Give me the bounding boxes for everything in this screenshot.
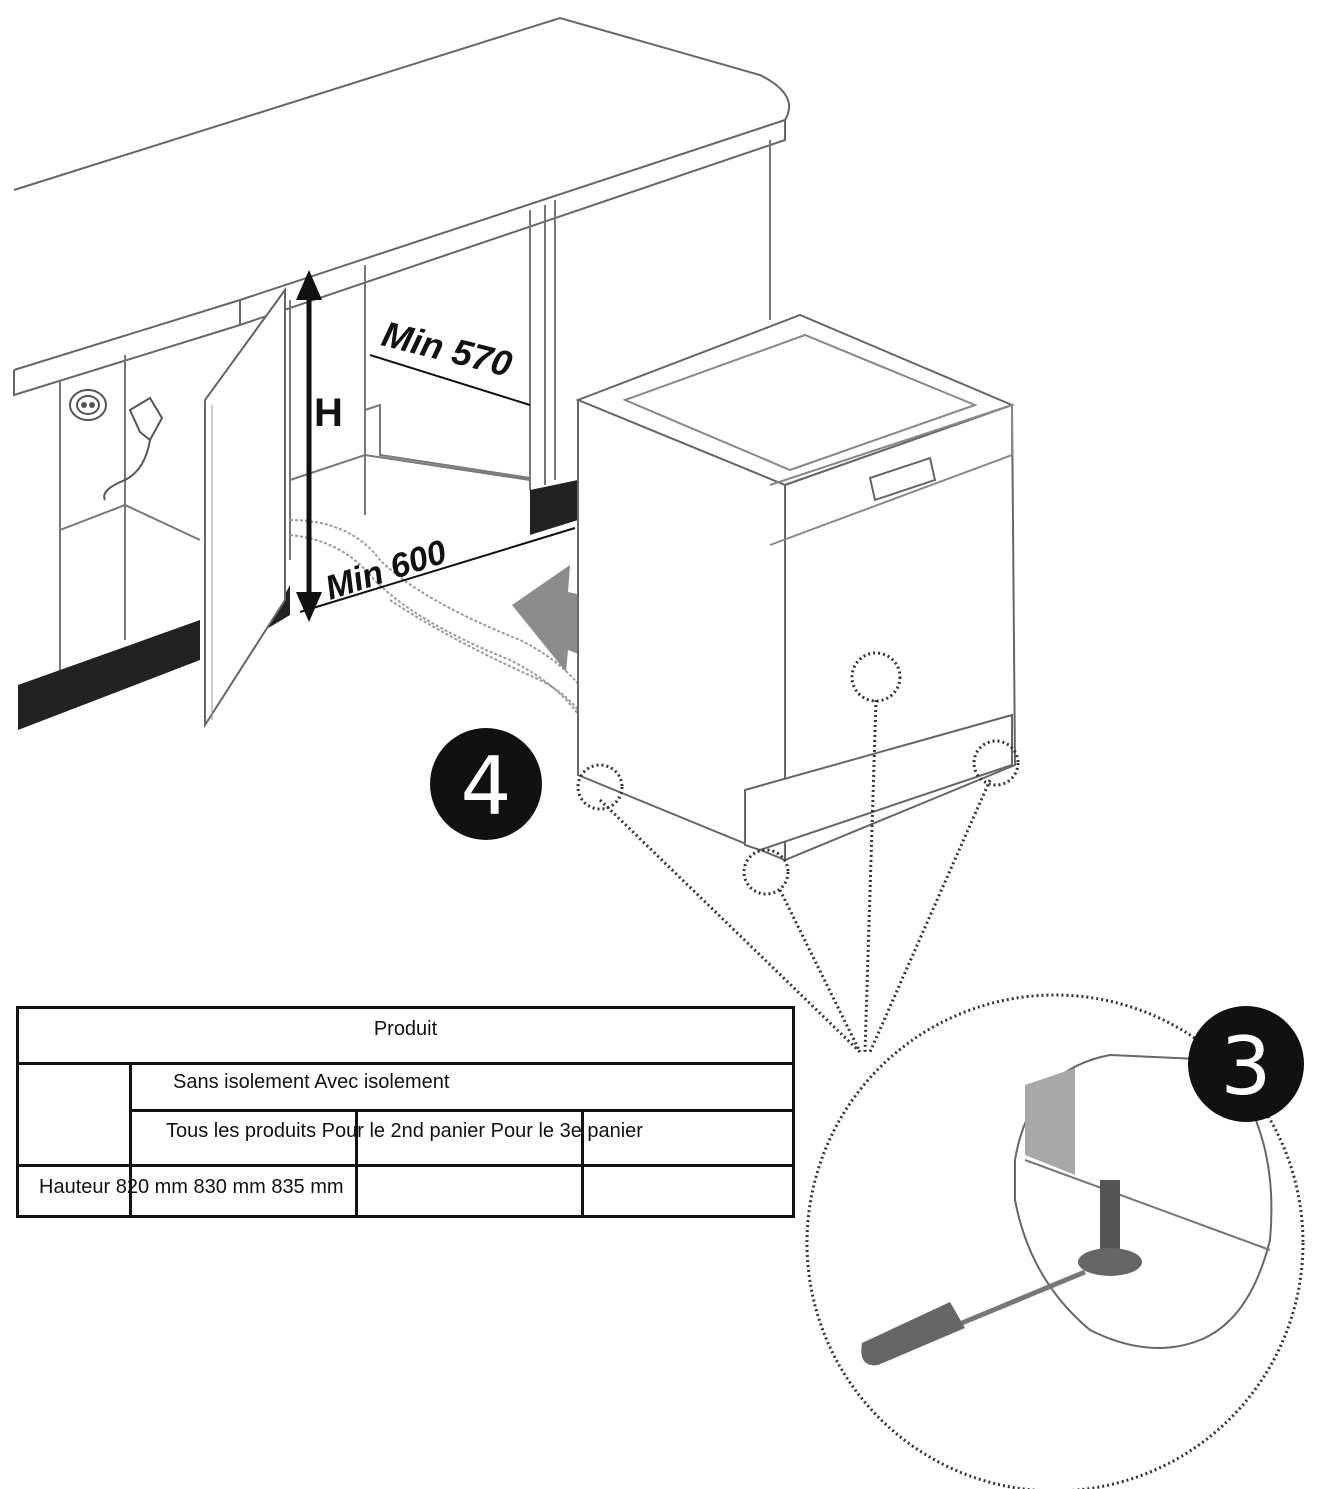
height-dimension [296,270,322,622]
height-label: H [314,391,343,435]
step-4-badge: 4 [430,728,542,840]
adjustable-foot-icon [576,651,1305,1489]
countertop [13,16,790,397]
cabinet-plinth-right [530,480,578,535]
water-hoses [289,519,601,741]
table-row-insulation: Sans isolement Avec isolement [173,1071,450,1093]
step-3-badge: 3 [1188,1006,1304,1122]
min-width-label: Min 600 [321,533,451,608]
height-spec-table: Produit Sans isolement Avec isolement To… [16,1006,795,1218]
cabinet-plinth [18,620,200,730]
plug-icon [103,396,164,501]
min-depth-label: Min 570 [378,313,516,385]
screwdriver-icon [861,1269,1086,1366]
svg-text:4: 4 [461,740,512,833]
svg-text:3: 3 [1221,1020,1272,1113]
cabinet-door [204,286,286,729]
table-row-height: Hauteur 820 mm 830 mm 835 mm [39,1176,344,1198]
table-header: Produit [373,1018,438,1040]
socket-icon [69,389,107,421]
depth-dimension [369,354,531,406]
kitchen-cabinet [59,140,771,670]
dishwasher [575,313,1017,862]
table-row-baskets: Tous les produits Pour le 2nd panier Pou… [166,1120,643,1142]
width-dimension [299,527,576,613]
